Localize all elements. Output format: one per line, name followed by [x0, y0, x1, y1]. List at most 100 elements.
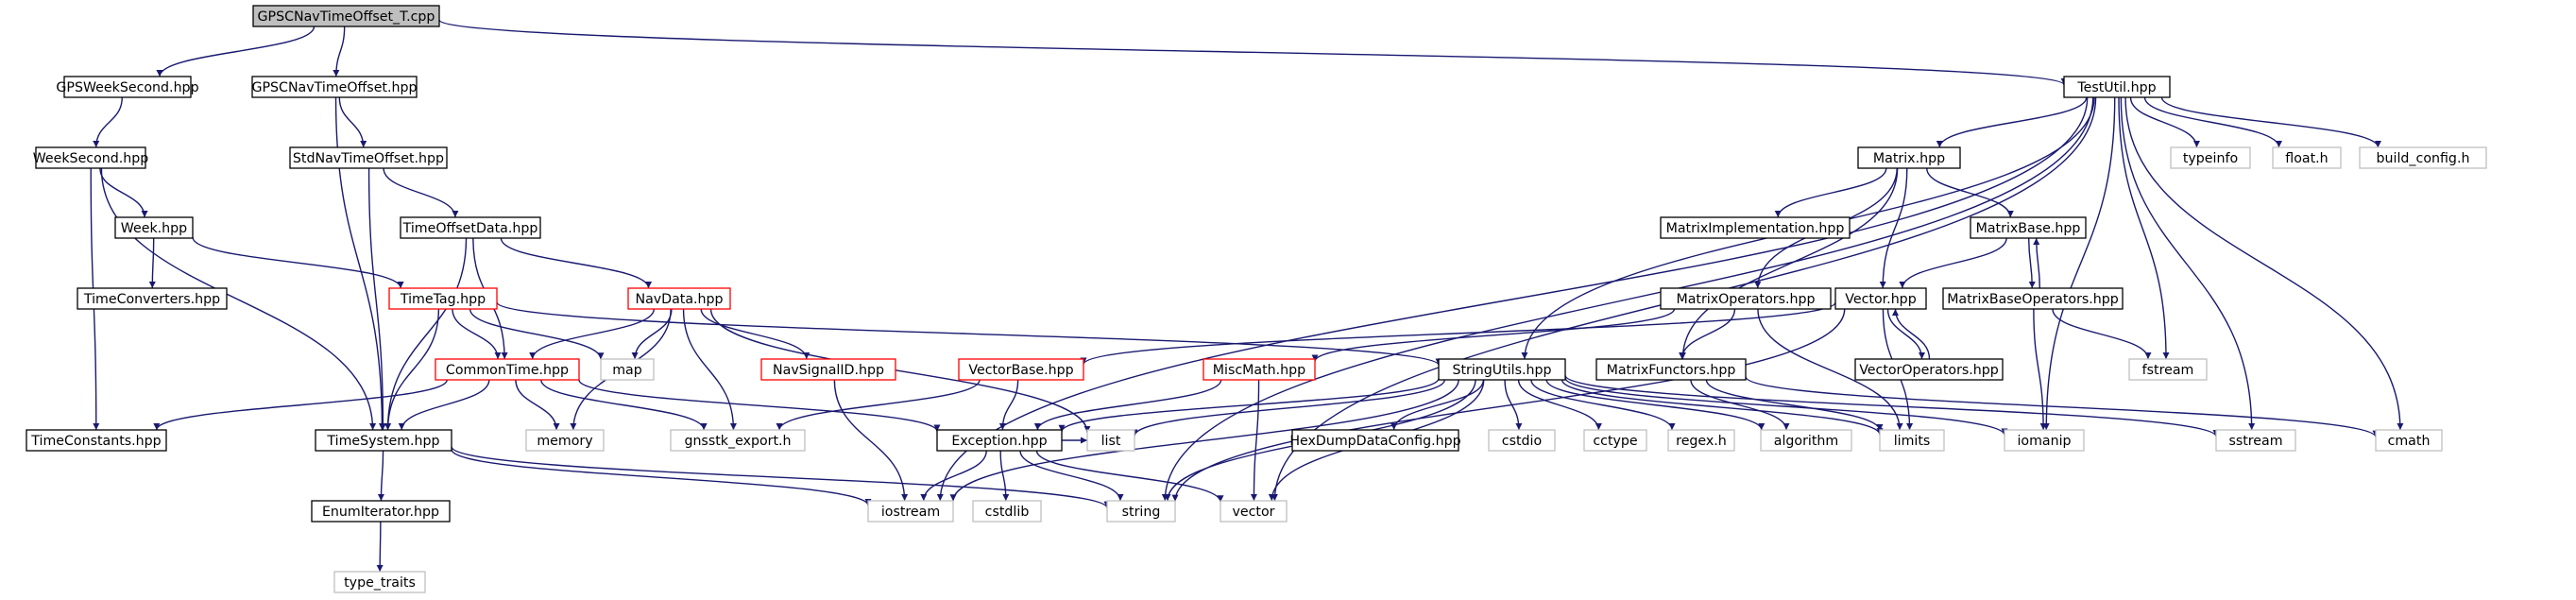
edge-timetag-to-map [469, 308, 605, 360]
node-box [1879, 429, 1945, 452]
node-box [1291, 429, 1459, 452]
node-timesystem[interactable]: TimeSystem.hpp [315, 429, 452, 452]
edge-miscmath-to-vector [1250, 379, 1260, 502]
node-vectorhpp[interactable]: Vector.hpp [1834, 287, 1927, 310]
node-gpsweeksecond[interactable]: GPSWeekSecond.hpp [56, 76, 199, 98]
edge-exception-to-iostream [920, 450, 987, 502]
node-vectorbase[interactable]: VectorBase.hpp [958, 358, 1084, 381]
node-label: fstream [2142, 363, 2194, 378]
node-label: TestUtil.hpp [2076, 80, 2156, 95]
edge-navdata-to-navsignalid [700, 308, 810, 360]
node-label: gnsstk_export.h [684, 434, 791, 449]
node-label: cctype [1593, 434, 1637, 449]
node-vector: vector [1220, 500, 1288, 523]
node-label: MatrixFunctors.hpp [1607, 363, 1736, 378]
node-box [936, 429, 1063, 452]
node-hexdump[interactable]: HexDumpDataConfig.hpp [1289, 429, 1461, 452]
node-timeoffsetdata[interactable]: TimeOffsetData.hpp [400, 216, 541, 239]
node-label: MatrixBaseOperators.hpp [1947, 292, 2119, 307]
node-stdnavtimeoffset[interactable]: StdNavTimeOffset.hpp [289, 146, 448, 169]
node-label: Vector.hpp [1845, 292, 1916, 307]
node-miscmath[interactable]: MiscMath.hpp [1203, 358, 1316, 381]
edge-stringutils-to-regexh [1530, 379, 1676, 431]
node-string: string [1106, 500, 1176, 523]
edge-matrixfunctors-to-cmath [1745, 376, 2380, 437]
edge-timesystem-to-string [451, 446, 1111, 509]
node-week[interactable]: Week.hpp [114, 216, 194, 239]
node-box [2359, 146, 2487, 169]
node-gpscnavtimeoffset[interactable]: GPSCNavTimeOffset.hpp [251, 76, 418, 98]
node-box [1667, 429, 1735, 452]
node-label: GPSCNavTimeOffset_T.cpp [258, 9, 435, 25]
node-box [251, 76, 418, 98]
node-matrixbaseops[interactable]: MatrixBaseOperators.hpp [1942, 287, 2124, 310]
edge-stringutils-to-exception [1058, 378, 1440, 433]
node-navsignalid[interactable]: NavSignalID.hpp [760, 358, 896, 381]
edge-matrixoperators-to-limits [1757, 308, 1903, 431]
edge-testutil-to-cmath [2124, 96, 2404, 431]
edge-matrix-to-matrixfunctors [1679, 167, 1899, 360]
edge-gpscnavtimeoffset-to-stdnavtimeoffset [338, 96, 367, 148]
node-label: iomanip [2017, 434, 2071, 449]
edge-matrix-to-matrixbase [1926, 167, 2014, 218]
edge-stdnavtimeoffset-to-timesystem [367, 167, 386, 431]
edge-vectorhpp-to-string [1171, 308, 1846, 502]
node-box [1834, 287, 1927, 310]
node-label: TimeConstants.hpp [30, 434, 161, 449]
node-list: list [1086, 429, 1135, 452]
node-commontime[interactable]: CommonTime.hpp [435, 358, 580, 381]
edge-stringutils-to-cctype [1517, 379, 1602, 431]
edge-matrixbase-to-vectorhpp [1899, 237, 2007, 289]
node-matriximpl[interactable]: MatrixImplementation.hpp [1660, 216, 1851, 239]
node-matrix[interactable]: Matrix.hpp [1857, 146, 1961, 169]
edge-timeoffsetdata-to-timesystem [384, 237, 468, 431]
edge-week-to-timetag [192, 236, 404, 289]
node-matrixbase[interactable]: MatrixBase.hpp [1970, 216, 2087, 239]
node-label: vector [1232, 505, 1274, 520]
node-enumiterator[interactable]: EnumIterator.hpp [311, 500, 451, 523]
node-label: string [1122, 505, 1161, 520]
edge-commontime-to-memory [515, 379, 560, 431]
node-root[interactable]: GPSCNavTimeOffset_T.cpp [252, 5, 440, 27]
node-box [2004, 429, 2085, 452]
node-box [1086, 429, 1135, 452]
edge-testutil-to-sstream [2120, 96, 2256, 431]
node-box [1583, 429, 1647, 452]
node-timeconstants[interactable]: TimeConstants.hpp [26, 429, 167, 452]
node-testutil[interactable]: TestUtil.hpp [2063, 76, 2171, 98]
node-vectoroperators[interactable]: VectorOperators.hpp [1854, 358, 2004, 381]
node-timetag[interactable]: TimeTag.hpp [388, 287, 498, 310]
node-label: HexDumpDataConfig.hpp [1289, 434, 1460, 449]
node-exception[interactable]: Exception.hpp [936, 429, 1063, 452]
edge-matrixoperators-to-matrixfunctors [1679, 308, 1736, 360]
node-timeconverters[interactable]: TimeConverters.hpp [77, 287, 228, 310]
node-box [26, 429, 167, 452]
node-weeksecond[interactable]: WeekSecond.hpp [33, 146, 149, 169]
node-box [760, 358, 896, 381]
node-label: build_config.h [2377, 151, 2470, 166]
node-box [435, 358, 580, 381]
edge-stringutils-to-list [1131, 379, 1445, 437]
node-stringutils[interactable]: StringUtils.hpp [1438, 358, 1566, 381]
node-matrixoperators[interactable]: MatrixOperators.hpp [1660, 287, 1832, 310]
edge-vectorbase-to-gnsstk_export [776, 379, 981, 431]
node-box [1438, 358, 1566, 381]
node-label: Matrix.hpp [1873, 151, 1945, 166]
edge-testutil-to-matrix [1936, 96, 2088, 148]
node-matrixfunctors[interactable]: MatrixFunctors.hpp [1595, 358, 1747, 381]
edge-navdata-to-commontime [529, 308, 656, 360]
edge-stringutils-to-algorithm [1545, 379, 1766, 431]
edge-stringutils-to-hexdump [1390, 379, 1485, 431]
node-label: MatrixOperators.hpp [1676, 292, 1815, 307]
node-label: algorithm [1774, 434, 1838, 449]
edge-stringutils-to-limits [1561, 379, 1884, 436]
node-box [2063, 76, 2171, 98]
edge-matrixfunctors-to-algorithm [1690, 379, 1790, 431]
node-box [2170, 146, 2251, 169]
edge-timesystem-to-iostream [451, 449, 872, 506]
edge-stringutils-to-iostream [949, 379, 1459, 502]
edge-exception-to-cstdlib [999, 450, 1010, 502]
node-label: GPSWeekSecond.hpp [56, 80, 198, 95]
node-navdata[interactable]: NavData.hpp [627, 287, 731, 310]
